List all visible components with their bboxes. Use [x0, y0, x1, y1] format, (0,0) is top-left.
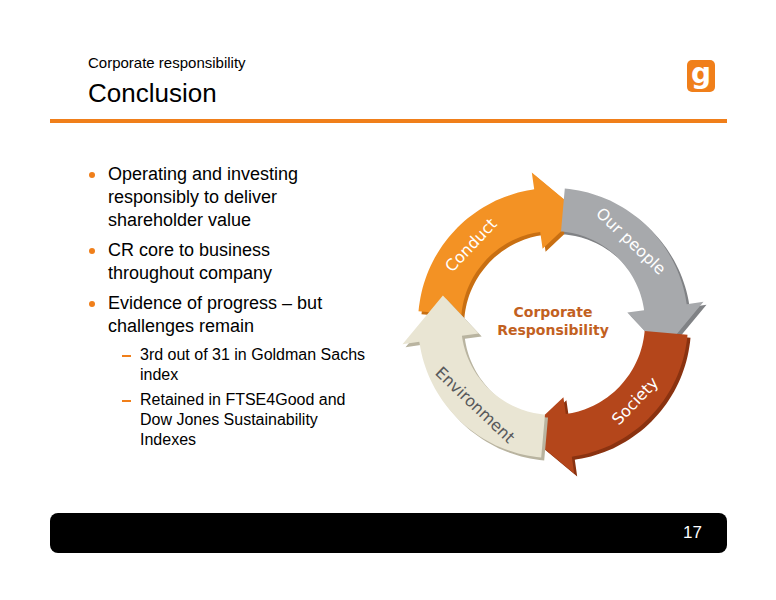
- sub-bullet-item: 3rd out of 31 in Goldman Sachs index: [88, 345, 388, 385]
- logo-letter: g: [687, 57, 715, 90]
- segment-outline: [524, 330, 692, 478]
- sub-bullet-text: Retained in FTSE4Good and Dow Jones Sust…: [140, 390, 372, 450]
- bullet-text: Operating and investing responsibly to d…: [108, 163, 358, 232]
- sub-bullet-item: Retained in FTSE4Good and Dow Jones Sust…: [88, 390, 388, 450]
- segment-fill: [526, 331, 688, 474]
- title-rule: [50, 119, 727, 123]
- bullet-dot: [89, 172, 95, 178]
- sub-bullet-text: 3rd out of 31 in Goldman Sachs index: [140, 345, 372, 385]
- bullet-text: CR core to business throughout company: [108, 239, 358, 285]
- bullet-item: CR core to business throughout company: [88, 239, 388, 285]
- segment-fill: [561, 189, 704, 351]
- footer-bar: [50, 513, 727, 553]
- bullet-dot: [89, 301, 95, 307]
- bullet-text: Evidence of progress – but challenges re…: [108, 292, 358, 338]
- slide-title: Conclusion: [88, 78, 217, 109]
- bullet-list: Operating and investing responsibly to d…: [88, 163, 388, 455]
- segment-outline: [560, 187, 708, 355]
- bullet-item: Evidence of progress – but challenges re…: [88, 292, 388, 338]
- bullet-item: Operating and investing responsibly to d…: [88, 163, 388, 232]
- bullet-dot: [89, 248, 95, 254]
- section-heading: Corporate responsibility: [88, 54, 246, 71]
- cycle-center-text: Corporate Responsibility: [483, 303, 623, 339]
- page-number: 17: [683, 523, 702, 543]
- bullet-dash: [122, 355, 131, 357]
- segment-fill: [419, 173, 581, 316]
- bullet-dash: [122, 400, 131, 402]
- segment-fill: [403, 296, 546, 458]
- cycle-arrow-segment: Environment: [401, 294, 549, 462]
- cycle-arrow-segment: Society: [524, 330, 692, 478]
- cycle-arrow-segment: Our people: [560, 187, 708, 355]
- segment-outline: [401, 294, 549, 462]
